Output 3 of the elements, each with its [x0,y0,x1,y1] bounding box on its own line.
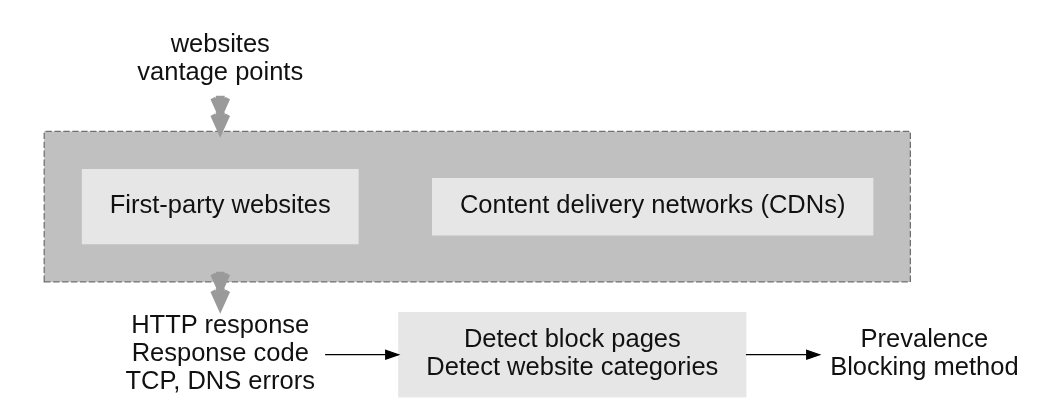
node-text: Prevalence Blocking method [830,323,1019,380]
node-text: HTTP response Response code TCP, DNS errors [125,309,315,394]
node-text: websites vantage points [137,28,304,85]
